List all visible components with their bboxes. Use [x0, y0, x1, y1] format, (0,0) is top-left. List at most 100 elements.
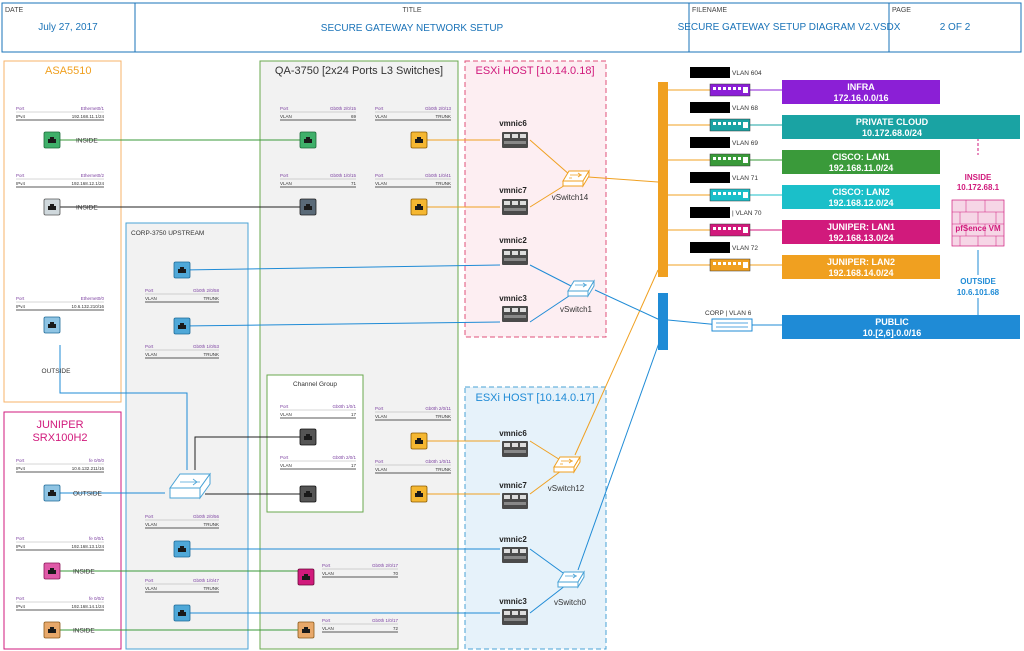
juniper-port-table-key: IPv4 — [16, 466, 26, 471]
qa-port-table-value: 17 — [351, 412, 357, 417]
vlan-label: VLAN 604 — [732, 70, 762, 77]
asa-port-table-value: 10.6.132.210/16 — [71, 304, 104, 309]
date-value: July 27, 2017 — [38, 22, 98, 33]
vlan-switch-icon — [709, 118, 751, 132]
pfsense-inside-label: INSIDE — [965, 173, 992, 182]
esxi2-nic-label: vmnic7 — [499, 481, 527, 490]
vlan-label: VLAN 68 — [732, 105, 758, 112]
filename-label: FILENAME — [692, 7, 727, 14]
qa-port-table-value: 70 — [393, 571, 399, 576]
ethernet-port-icon — [299, 131, 317, 149]
qa-port-table-value: Gb0th 1/0/15 — [330, 173, 357, 178]
qa-port-table-key: VLAN — [280, 412, 292, 417]
connection-lines — [59, 89, 979, 631]
ethernet-port-icon — [43, 621, 61, 639]
qa-port-table-key: Port — [280, 173, 289, 178]
corp-port-table-key: Port — [145, 344, 154, 349]
vlan-switch-icon — [709, 83, 751, 97]
nic-icon — [502, 132, 528, 148]
esxi2-vswitch-label: vSwitch0 — [554, 598, 587, 607]
esxi1-title: ESXi HOST [10.14.0.18] — [475, 65, 594, 77]
qa-port-table-key: VLAN — [375, 114, 387, 119]
pfsense-inside-ip: 10.172.68.1 — [957, 183, 1000, 192]
filename-value: SECURE GATEWAY SETUP DIAGRAM V2.VSDX — [678, 22, 901, 33]
ethernet-port-icon — [173, 261, 191, 279]
asa-port-table-key: Port — [16, 106, 25, 111]
redacted-block — [690, 67, 730, 78]
esxi1-vswitch-label: vSwitch14 — [552, 193, 589, 202]
corp-port-table-key: VLAN — [145, 586, 157, 591]
blue-bus-bar — [658, 293, 668, 350]
network-name: CISCO: LAN2 — [832, 187, 890, 197]
corp-port-table-key: Port — [145, 288, 154, 293]
qa-port-table-key: VLAN — [280, 181, 292, 186]
vlan-row: VLAN 604 — [690, 67, 762, 97]
corp-port-table-key: Port — [145, 578, 154, 583]
network-cidr: 192.168.11.0/24 — [829, 163, 894, 173]
network-cidr: 10.[2,6].0.0/16 — [863, 328, 922, 338]
vlan-row: | VLAN 70 — [690, 207, 762, 237]
juniper-iface-label: INSIDE — [73, 628, 95, 635]
nic-icon — [502, 493, 528, 509]
pfsense-outside-label: OUTSIDE — [960, 277, 996, 286]
ethernet-port-icon — [299, 198, 317, 216]
asa-title: ASA5510 — [45, 65, 91, 77]
qa-port-table-value: 71 — [351, 181, 357, 186]
qa-port-table-value: Gb0th 2/0/1 — [332, 455, 356, 460]
asa-port-table-value: Ethernet0/1 — [81, 106, 105, 111]
nic-icon — [502, 441, 528, 457]
qa-port-table-key: Port — [375, 106, 384, 111]
title-label: TITLE — [402, 7, 421, 14]
vlan-label: VLAN 72 — [732, 245, 758, 252]
network-name: JUNIPER: LAN2 — [827, 257, 895, 267]
juniper-iface-label: OUTSIDE — [73, 491, 103, 498]
juniper-port-table-value: 192.168.13.1/24 — [71, 544, 104, 549]
date-label: DATE — [5, 7, 23, 14]
qa-port-table-key: Port — [322, 618, 331, 623]
ethernet-port-icon — [173, 540, 191, 558]
orange-bus-bar — [658, 82, 668, 277]
redacted-block — [690, 137, 730, 148]
esxi1-nic-label: vmnic7 — [499, 186, 527, 195]
network-cidr: 192.168.14.0/24 — [828, 268, 893, 278]
network-name: PRIVATE CLOUD — [856, 117, 929, 127]
qa-port-table-key: VLAN — [280, 463, 292, 468]
ethernet-port-icon — [410, 485, 428, 503]
corp-port-table-value: Gb0th 2/0/58 — [193, 288, 220, 293]
corp-vlan-label: CORP | VLAN 6 — [705, 310, 752, 317]
juniper-port-table-value: fe 0/0/1 — [89, 536, 105, 541]
asa-port-table-value: 192.168.11.1/24 — [72, 114, 105, 119]
asa-port-table-value: Ethernet0/0 — [81, 296, 105, 301]
nic-icon — [502, 249, 528, 265]
qa-port-table-key: Port — [322, 563, 331, 568]
vlan-label: VLAN 69 — [732, 140, 758, 147]
qa-port-table-value: Gb0th 2/0/17 — [372, 563, 399, 568]
juniper-title-1: JUNIPER — [36, 419, 83, 431]
corp-port-table-value: TRUNK — [204, 352, 220, 357]
firewall-icon — [951, 199, 1005, 247]
esxi2-nic-label: vmnic6 — [499, 429, 527, 438]
esxi2-vswitch-label: vSwitch12 — [548, 484, 585, 493]
corp-upstream-switch — [169, 472, 211, 500]
ethernet-port-icon — [43, 484, 61, 502]
qa-port-table-key: Port — [375, 459, 384, 464]
ethernet-port-icon — [299, 485, 317, 503]
juniper-port-table-key: Port — [16, 596, 25, 601]
